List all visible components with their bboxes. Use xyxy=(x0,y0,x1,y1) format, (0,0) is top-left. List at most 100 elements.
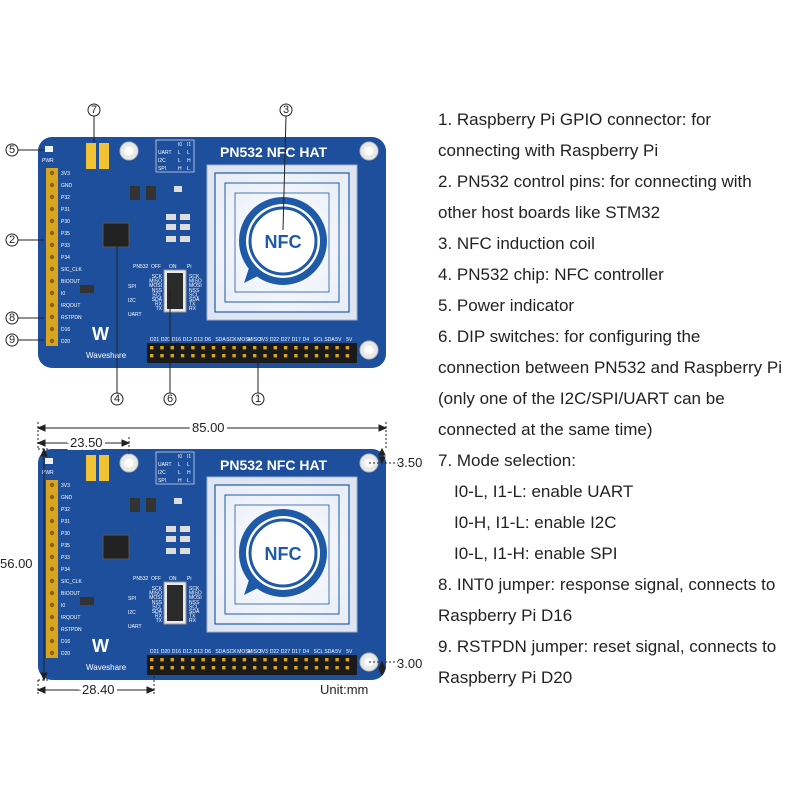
svg-text:W: W xyxy=(92,324,109,344)
gpio-pin-label: MISO xyxy=(248,337,261,343)
gpio-pin xyxy=(242,658,247,662)
legend-line: I0-H, I1-L: enable I2C xyxy=(454,513,617,532)
mode-jumper xyxy=(99,143,109,169)
legend-line: 4. PN532 chip: NFC controller xyxy=(438,265,664,284)
dim-bottom-offset: 28.40 xyxy=(82,682,115,697)
side-pin-label: P30 xyxy=(61,219,70,225)
side-pin-label: D16 xyxy=(61,639,70,645)
header-pin xyxy=(49,542,55,548)
mounting-hole xyxy=(119,141,139,161)
mode-table-header: I0 xyxy=(178,142,182,148)
gpio-pin xyxy=(160,658,164,662)
gpio-pin xyxy=(283,354,288,358)
mode-table-cell: L xyxy=(187,166,190,172)
gpio-pin xyxy=(222,666,226,670)
gpio-pin xyxy=(150,666,154,670)
mode-table-header: I0 xyxy=(178,454,182,460)
mode-table-cell: H xyxy=(187,470,191,476)
side-pin-label: 3V3 xyxy=(61,483,70,489)
callout-8: 8 xyxy=(9,312,15,324)
gpio-pin-label: D27 xyxy=(281,649,290,655)
gpio-pin-label: SDA xyxy=(324,649,335,655)
gpio-pin xyxy=(325,666,329,670)
dip-right-label: SDA xyxy=(189,609,200,615)
gpio-pin xyxy=(304,354,308,358)
gpio-pin xyxy=(150,354,154,358)
legend-line: Raspberry Pi D16 xyxy=(438,606,573,625)
gpio-pin xyxy=(345,658,350,662)
mode-table-header: I1 xyxy=(187,142,191,148)
gpio-pin xyxy=(325,354,329,358)
side-pin-label: P31 xyxy=(61,207,70,213)
dip-right-label: NSS xyxy=(189,288,200,294)
side-pin-label: P32 xyxy=(61,507,70,513)
dip-left-label: SCK xyxy=(152,274,163,280)
legend-line: connecting with Raspberry Pi xyxy=(438,141,659,160)
gpio-pin-label: 3V3 xyxy=(259,337,268,343)
gpio-pin xyxy=(242,666,247,670)
gpio-pin xyxy=(273,354,277,358)
side-pin-label: P35 xyxy=(61,543,70,549)
header-pin xyxy=(49,506,55,512)
gpio-pin-label: 5V xyxy=(346,337,353,343)
header-pin xyxy=(49,254,55,260)
gpio-pin-label: SDA xyxy=(324,337,335,343)
gpio-pin xyxy=(263,658,267,662)
header-pin xyxy=(49,290,55,296)
side-pin-label: P32 xyxy=(61,195,70,201)
nfc-logo-icon: NFC xyxy=(239,197,327,285)
dip-left-label: NSS xyxy=(152,600,163,606)
header-pin xyxy=(49,530,55,536)
mode-table-cell: SPI xyxy=(158,478,166,484)
mode-table-cell: H xyxy=(178,478,182,484)
gpio-pin-label: SDA xyxy=(215,337,226,343)
header-pin xyxy=(49,182,55,188)
gpio-pin xyxy=(294,666,298,670)
brand-label: Waveshare xyxy=(86,351,127,360)
dip-header-label: ON xyxy=(169,576,177,582)
side-pin-label: I0 xyxy=(61,603,65,609)
gpio-pin-label: D20 xyxy=(161,649,170,655)
mode-table-cell: UART xyxy=(158,150,172,156)
gpio-pin-label: D16 xyxy=(172,337,181,343)
header-pin xyxy=(49,170,55,176)
header-pin xyxy=(49,230,55,236)
dip-left-label: SCL xyxy=(152,604,162,610)
callout-4: 4 xyxy=(114,393,120,405)
side-pin-labels: 3V3GNDP32P31P30P35P33P34SIC_CLKBIOOUTI0I… xyxy=(49,482,83,657)
mode-table-cell: UART xyxy=(158,462,172,468)
dip-right-label: RX xyxy=(189,618,197,624)
dip-left-label: TX xyxy=(156,306,163,312)
mode-table-cell: L xyxy=(178,150,181,156)
gpio-pin xyxy=(191,346,195,350)
gpio-pin-label: D16 xyxy=(172,649,181,655)
gpio-pin xyxy=(314,354,319,358)
gpio-pin xyxy=(335,666,339,670)
gpio-pin xyxy=(222,346,226,350)
gpio-pin xyxy=(314,346,319,350)
gpio-pin-label: D13 xyxy=(194,337,203,343)
gpio-pin-label: SCL xyxy=(314,337,324,343)
gpio-pin xyxy=(345,354,350,358)
mode-jumper xyxy=(86,143,96,169)
gpio-pin-label: MOSI xyxy=(237,649,250,655)
dip-right-label: SCK xyxy=(189,586,200,592)
legend-line: 5. Power indicator xyxy=(438,296,575,315)
dip-right-label: MOSI xyxy=(189,595,202,601)
header-pin xyxy=(49,518,55,524)
header-pin xyxy=(49,482,55,488)
gpio-pin xyxy=(232,354,236,358)
gpio-pin xyxy=(304,346,308,350)
gpio-pin xyxy=(242,346,247,350)
dip-right-label: SDA xyxy=(189,297,200,303)
gpio-pin-label: D6 xyxy=(205,337,212,343)
gpio-pin xyxy=(294,346,298,350)
power-led xyxy=(45,458,53,464)
gpio-pin xyxy=(345,666,350,670)
dip-switch xyxy=(163,269,187,313)
side-pin-label: BIOOUT xyxy=(61,279,80,285)
callout-2: 2 xyxy=(9,234,15,246)
